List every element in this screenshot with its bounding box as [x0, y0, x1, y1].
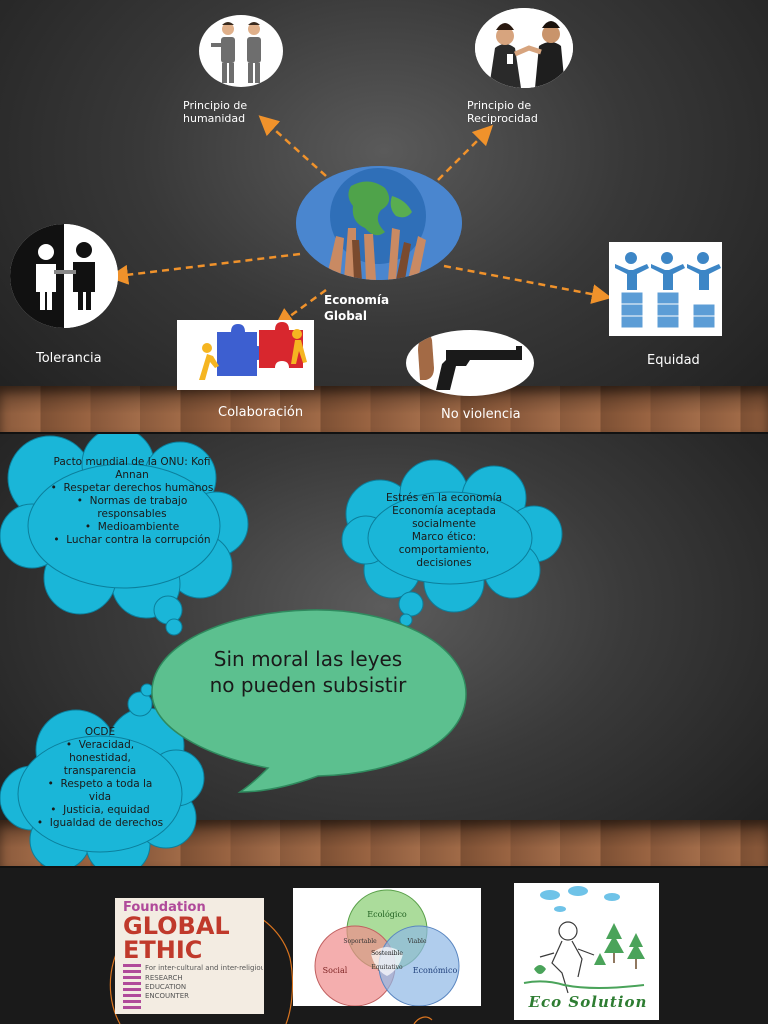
- ge-tagline: For inter-cultural and inter-religious: [145, 964, 263, 972]
- ge-global: GLOBAL: [123, 912, 230, 940]
- slide-moral-leyes: Pacto mundial de la ONU: Kofi Annan • Re…: [0, 434, 768, 866]
- ocde-item: • Veracidad, honestidad, transparencia: [63, 739, 137, 777]
- ocde-item: • Justicia, equidad: [50, 804, 150, 816]
- ge-ethic: ETHIC: [123, 936, 203, 964]
- estres-line: Economía aceptada socialmente: [392, 505, 496, 530]
- label-no-violencia: No violencia: [441, 407, 521, 422]
- no-violence-image: [406, 330, 534, 396]
- ge-stripes: [123, 964, 141, 1010]
- venn-ecologico: Ecológico: [367, 910, 407, 919]
- globe-hands-image: [296, 166, 462, 280]
- label-equidad: Equidad: [647, 353, 700, 368]
- label-economia-global: Economía Global: [324, 293, 390, 323]
- ge-education: Education: [145, 983, 187, 991]
- cloud-estres-text: Estrés en la economía Economía aceptada …: [376, 492, 512, 570]
- cloud-ocde-text: OCDE • Veracidad, honestidad, transparen…: [36, 726, 164, 830]
- arrow-humanidad: [258, 115, 327, 177]
- arrow-reciprocidad: [437, 124, 494, 181]
- cloud-estres: [341, 459, 563, 627]
- venn-soportable: Soportable: [343, 938, 377, 945]
- tolerance-image: [10, 224, 118, 328]
- label-colaboracion: Colaboración: [218, 405, 304, 420]
- ocde-title: OCDE: [84, 726, 116, 738]
- onu-item: • Normas de trabajo responsables: [76, 495, 188, 520]
- arrow-tolerancia: [108, 252, 301, 285]
- slide-economia-global: Economía Global Principio de humanidad: [0, 0, 768, 432]
- ge-research: Research: [145, 974, 183, 982]
- venn-viable: Viable: [407, 938, 427, 945]
- onu-item: • Respetar derechos humanos: [50, 482, 214, 494]
- estres-line: Estrés en la economía: [385, 492, 503, 504]
- ge-encounter: Encounter: [145, 992, 189, 1000]
- label-tolerancia: Tolerancia: [36, 351, 102, 366]
- clouds-layer: [0, 434, 563, 866]
- arrows-layer: [108, 115, 612, 328]
- cloud-ocde: [0, 683, 205, 866]
- handshake-meeting-image: [475, 8, 573, 88]
- onu-item: • Luchar contra la corrupción: [53, 534, 211, 546]
- arrow-equidad: [443, 264, 612, 304]
- venn-economico: Económico: [412, 966, 458, 975]
- cloud-onu-text: Pacto mundial de la ONU: Kofi Annan • Re…: [44, 456, 220, 547]
- onu-title: Pacto mundial de la ONU: Kofi Annan: [53, 456, 211, 481]
- onu-item: • Medioambiente: [84, 521, 180, 533]
- label-principio-reciprocidad: Principio de Reciprocidad: [467, 99, 538, 125]
- label-principio-humanidad: Principio de humanidad: [183, 99, 248, 125]
- puzzle-collaboration-image: [177, 320, 314, 390]
- ge-foundation: Foundation: [123, 900, 206, 915]
- equity-image: [609, 242, 722, 336]
- eco-solution-text: Eco Solution: [528, 993, 648, 1011]
- venn-sostenible: Sostenible: [371, 950, 403, 957]
- business-men-image: [199, 15, 283, 87]
- cloud-onu: [0, 434, 249, 636]
- venn-social: Social: [322, 966, 348, 975]
- global-ethic-logo: Foundation GLOBAL ETHIC For inter-cultur…: [115, 898, 264, 1014]
- ocde-item: • Respeto a toda la vida: [47, 778, 153, 803]
- eco-solution-image: Eco Solution: [514, 883, 659, 1020]
- wood-floor: [0, 386, 768, 432]
- speech-bubble-shape: [151, 609, 467, 793]
- estres-line: Marco ético: comportamiento, decisiones: [398, 531, 490, 569]
- main-bubble-text: Sin moral las leyes no pueden subsistir: [209, 647, 407, 697]
- venn-equitativo: Equitativo: [371, 964, 403, 971]
- sustainability-venn: Ecológico Social Económico Soportable Vi…: [293, 888, 481, 1006]
- slide-logos: Foundation GLOBAL ETHIC For inter-cultur…: [0, 868, 768, 1024]
- arrow-colaboracion: [273, 288, 327, 328]
- ocde-item: • Igualdad de derechos: [36, 817, 164, 829]
